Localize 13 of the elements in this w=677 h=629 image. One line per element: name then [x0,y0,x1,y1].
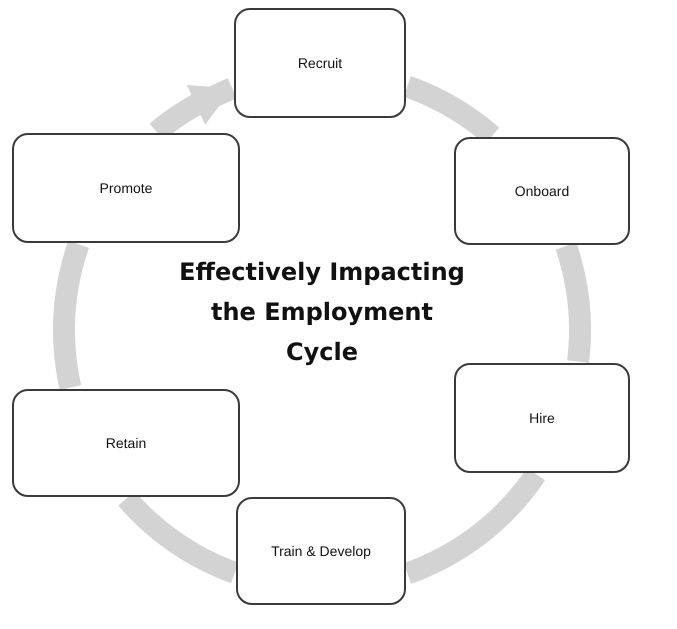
step-label: Onboard [514,183,570,199]
diagram-title: Effectively Impacting the Employment Cycle [178,257,466,368]
step-label: Hire [529,410,555,426]
process-box [12,389,240,497]
process-box [12,133,240,243]
process-box [236,497,406,605]
step-label: Retain [106,435,146,451]
process-box [454,137,630,245]
process-box [234,8,406,118]
step-label: Train & Develop [271,543,371,559]
step-label: Recruit [298,55,342,71]
process-box [454,363,630,473]
step-label: Promote [100,180,152,196]
